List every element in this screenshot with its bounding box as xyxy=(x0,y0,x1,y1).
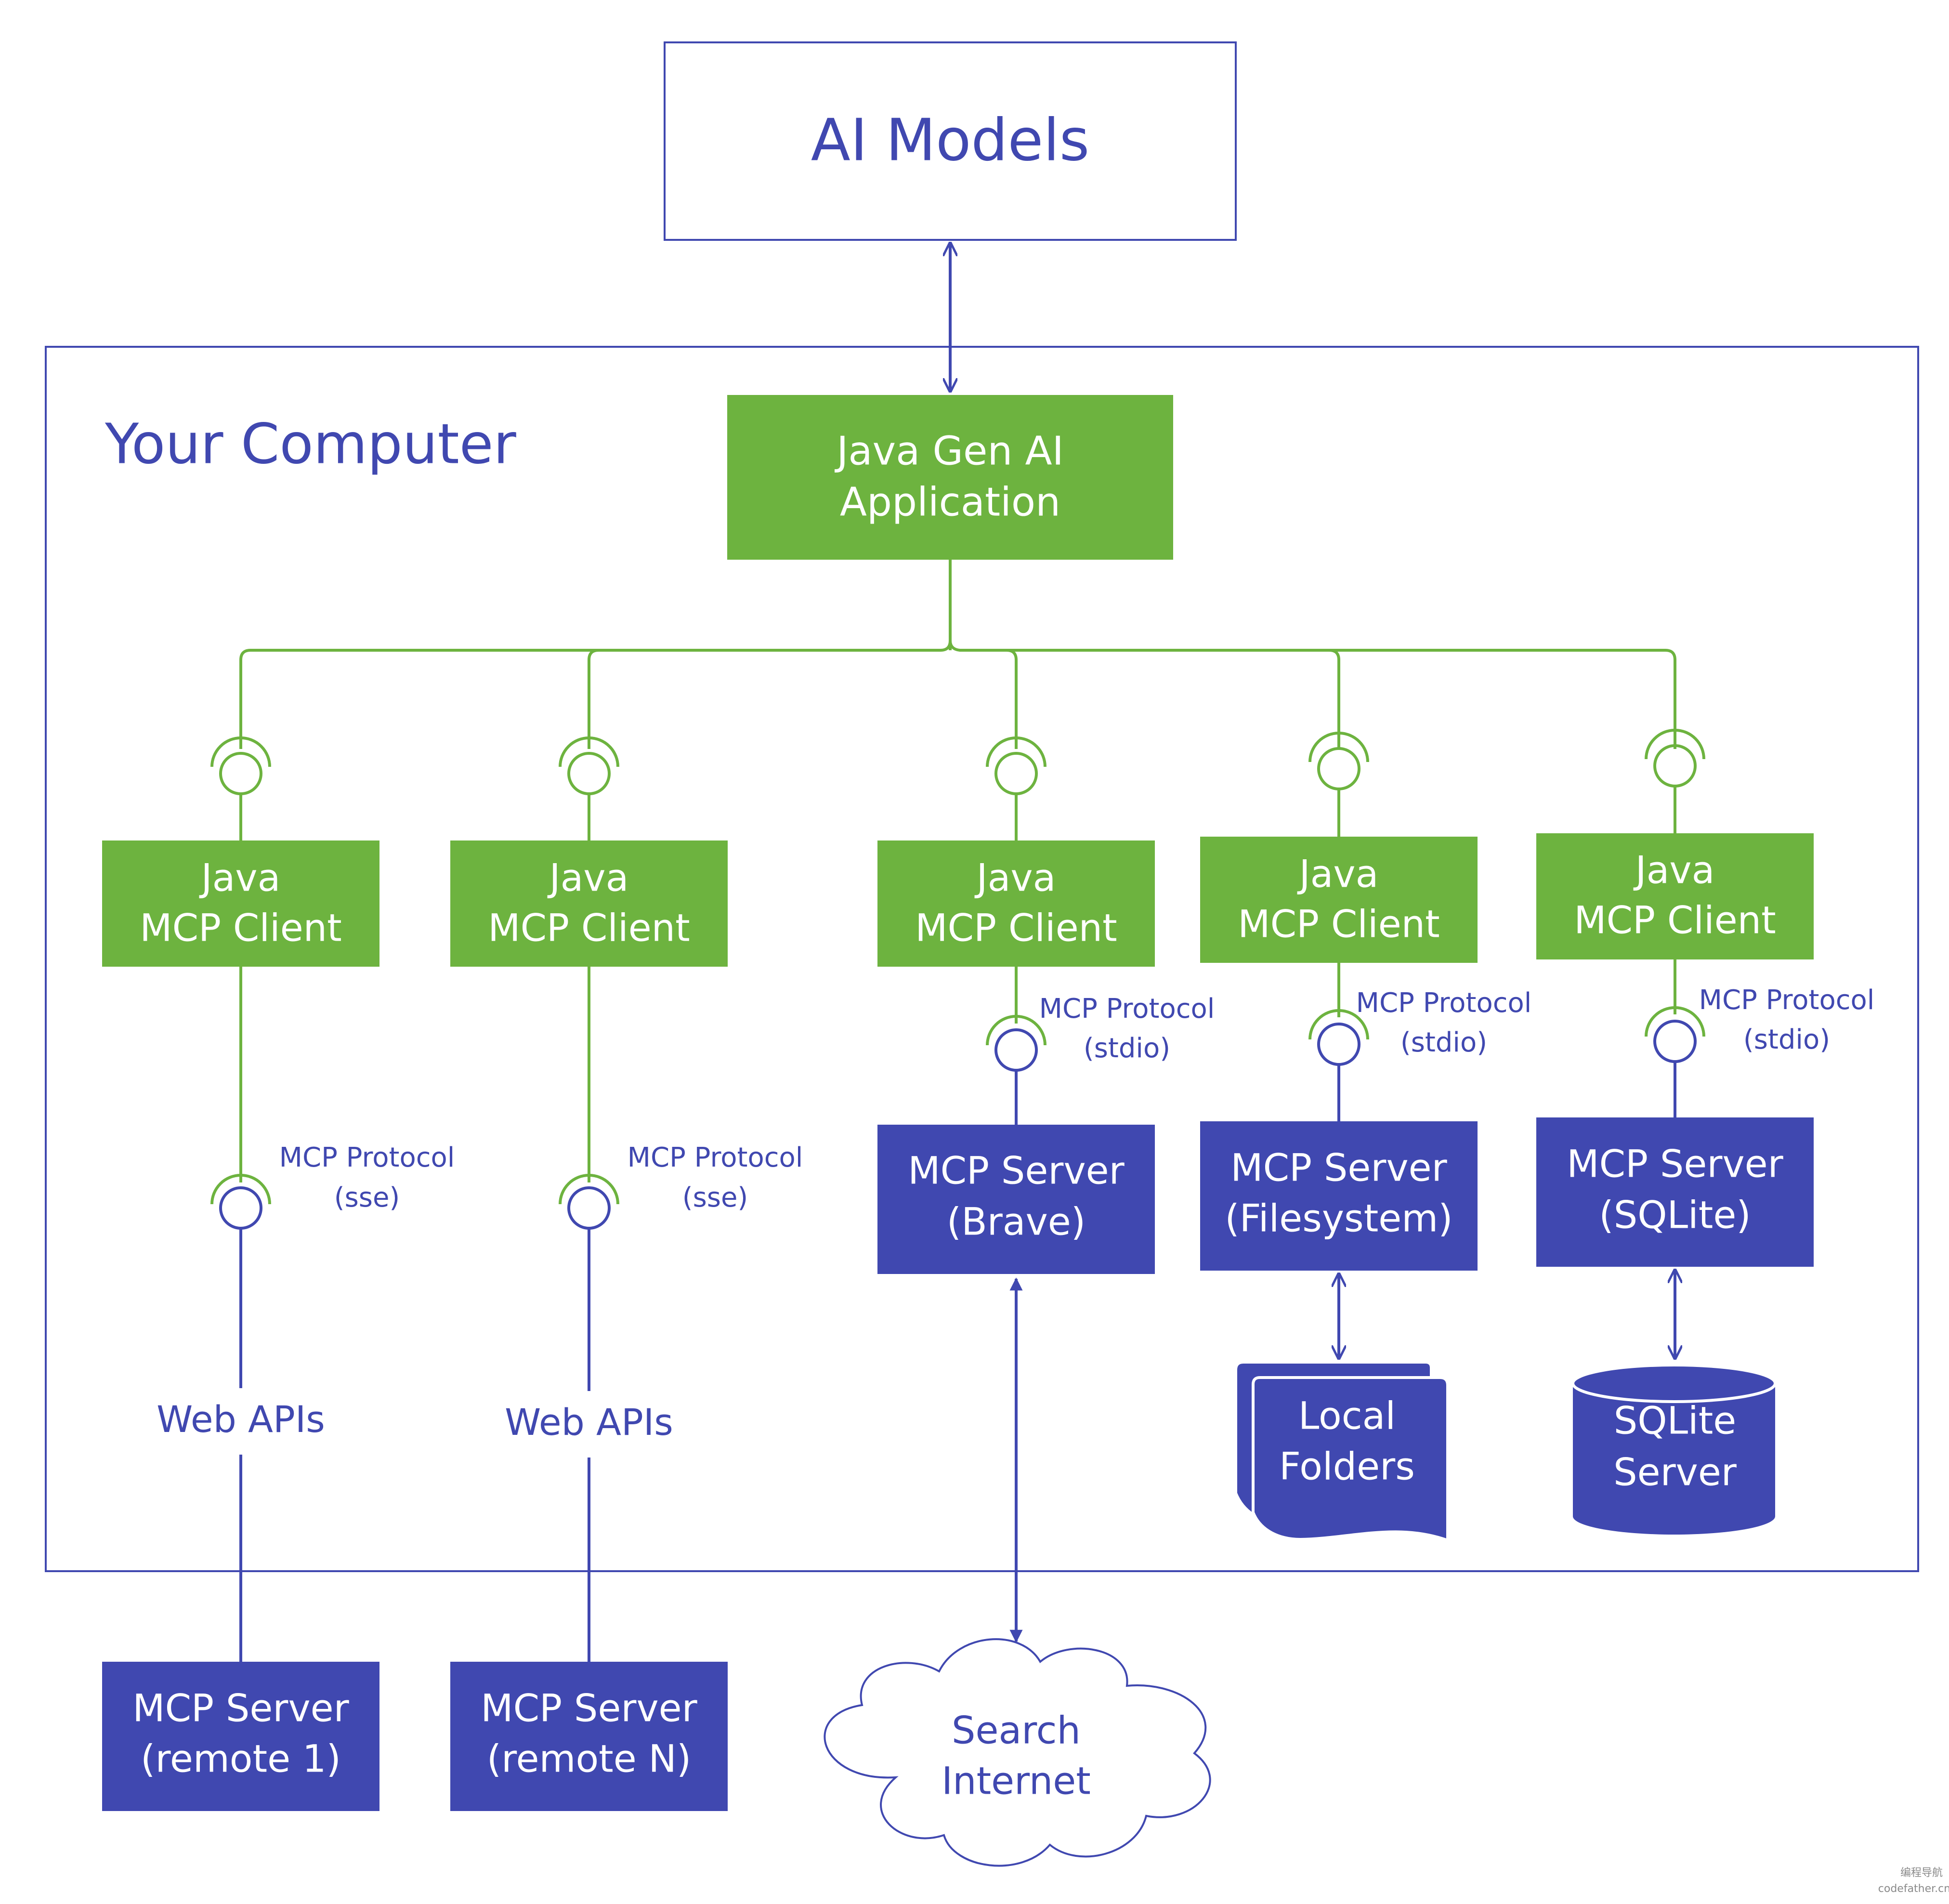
local-folders-shape: Local Folders xyxy=(1234,1361,1449,1543)
client-3-label-line2: MCP Client xyxy=(915,906,1117,950)
client-interface-sockets xyxy=(210,729,1705,842)
web-apis-label-2: Web APIs xyxy=(505,1401,673,1444)
sse-connection-2 xyxy=(559,967,619,1662)
internet-line2: Internet xyxy=(942,1760,1091,1803)
search-internet-cloud: Search Internet xyxy=(824,1638,1211,1867)
java-mcp-client-3: Java MCP Client xyxy=(877,840,1155,967)
watermark-line1: 编程导航 xyxy=(1900,1867,1943,1879)
application-label-line2: Application xyxy=(840,479,1060,525)
client-4-label-line1: Java xyxy=(1297,853,1379,896)
client-2-label-line1: Java xyxy=(547,856,629,900)
remote-1-line2: (remote 1) xyxy=(141,1737,341,1781)
stdio-connection-brave xyxy=(986,967,1046,1125)
stdio-connection-sqlite xyxy=(1645,959,1705,1117)
protocol-2-line1: MCP Protocol xyxy=(628,1142,803,1173)
watermark-line2: codefather.cn xyxy=(1878,1883,1949,1895)
protocol-1-line1: MCP Protocol xyxy=(279,1142,455,1173)
server-sqlite-line2: (SQLite) xyxy=(1599,1194,1751,1237)
client-5-label-line2: MCP Client xyxy=(1574,899,1776,942)
client-2-label-line2: MCP Client xyxy=(488,906,690,950)
protocol-1-line2: (sse) xyxy=(334,1182,400,1213)
server-filesystem-line1: MCP Server xyxy=(1230,1146,1447,1190)
java-mcp-client-2: Java MCP Client xyxy=(450,840,728,967)
java-mcp-client-5: Java MCP Client xyxy=(1536,833,1814,959)
stdio-connection-filesystem xyxy=(1308,963,1369,1121)
mcp-server-remote-n: MCP Server (remote N) xyxy=(450,1662,728,1811)
protocol-3-line1: MCP Protocol xyxy=(1039,993,1215,1024)
protocol-4-line1: MCP Protocol xyxy=(1356,987,1532,1019)
client-1-label-line2: MCP Client xyxy=(140,906,341,950)
java-gen-ai-application-box: Java Gen AI Application xyxy=(727,395,1173,560)
web-apis-label-1: Web APIs xyxy=(157,1398,325,1441)
client-4-label-line2: MCP Client xyxy=(1238,903,1439,946)
protocol-4-line2: (stdio) xyxy=(1400,1027,1487,1058)
remote-1-line1: MCP Server xyxy=(132,1687,349,1730)
sse-connection-1 xyxy=(210,967,271,1662)
sqlite-db-line2: Server xyxy=(1613,1451,1737,1494)
protocol-label-4: MCP Protocol (stdio) xyxy=(1356,987,1532,1058)
your-computer-label: Your Computer xyxy=(105,412,516,477)
server-sqlite-line1: MCP Server xyxy=(1567,1142,1783,1186)
application-label-line1: Java Gen AI xyxy=(834,428,1064,474)
protocol-label-1: MCP Protocol (sse) xyxy=(279,1142,455,1213)
protocol-label-2: MCP Protocol (sse) xyxy=(628,1142,803,1213)
mcp-server-filesystem: MCP Server (Filesystem) xyxy=(1200,1121,1478,1271)
java-mcp-client-4: Java MCP Client xyxy=(1200,837,1478,963)
java-mcp-client-1: Java MCP Client xyxy=(102,840,379,967)
your-computer-boundary: Your Computer xyxy=(45,346,1919,1572)
protocol-label-3: MCP Protocol (stdio) xyxy=(1039,993,1215,1064)
protocol-3-line2: (stdio) xyxy=(1084,1033,1170,1064)
local-folders-line1: Local xyxy=(1298,1394,1396,1438)
protocol-5-line1: MCP Protocol xyxy=(1699,985,1875,1016)
client-5-label-line1: Java xyxy=(1633,849,1715,892)
watermark: 编程导航 codefather.cn xyxy=(1878,1867,1949,1895)
mcp-server-brave: MCP Server (Brave) xyxy=(877,1125,1155,1274)
ai-models-label: AI Models xyxy=(811,107,1089,174)
sqlite-db-line1: SQLite xyxy=(1614,1399,1737,1443)
ai-models-box: AI Models xyxy=(664,41,1237,241)
client-3-label-line1: Java xyxy=(974,856,1056,900)
server-brave-line2: (Brave) xyxy=(947,1200,1086,1244)
mcp-server-remote-1: MCP Server (remote 1) xyxy=(102,1662,379,1811)
protocol-2-line2: (sse) xyxy=(682,1182,748,1213)
server-filesystem-line2: (Filesystem) xyxy=(1225,1197,1452,1240)
mcp-server-sqlite: MCP Server (SQLite) xyxy=(1536,1117,1814,1267)
protocol-5-line2: (stdio) xyxy=(1743,1024,1830,1055)
local-folders-line2: Folders xyxy=(1279,1445,1415,1488)
remote-n-line2: (remote N) xyxy=(487,1737,692,1781)
protocol-label-5: MCP Protocol (stdio) xyxy=(1699,985,1875,1055)
client-1-label-line1: Java xyxy=(199,856,281,900)
server-brave-line1: MCP Server xyxy=(908,1149,1125,1193)
internet-line1: Search xyxy=(952,1709,1081,1752)
remote-n-line1: MCP Server xyxy=(481,1687,697,1730)
sqlite-database-cylinder: SQLite Server xyxy=(1571,1364,1777,1535)
application-to-clients-connectors xyxy=(239,560,1676,749)
